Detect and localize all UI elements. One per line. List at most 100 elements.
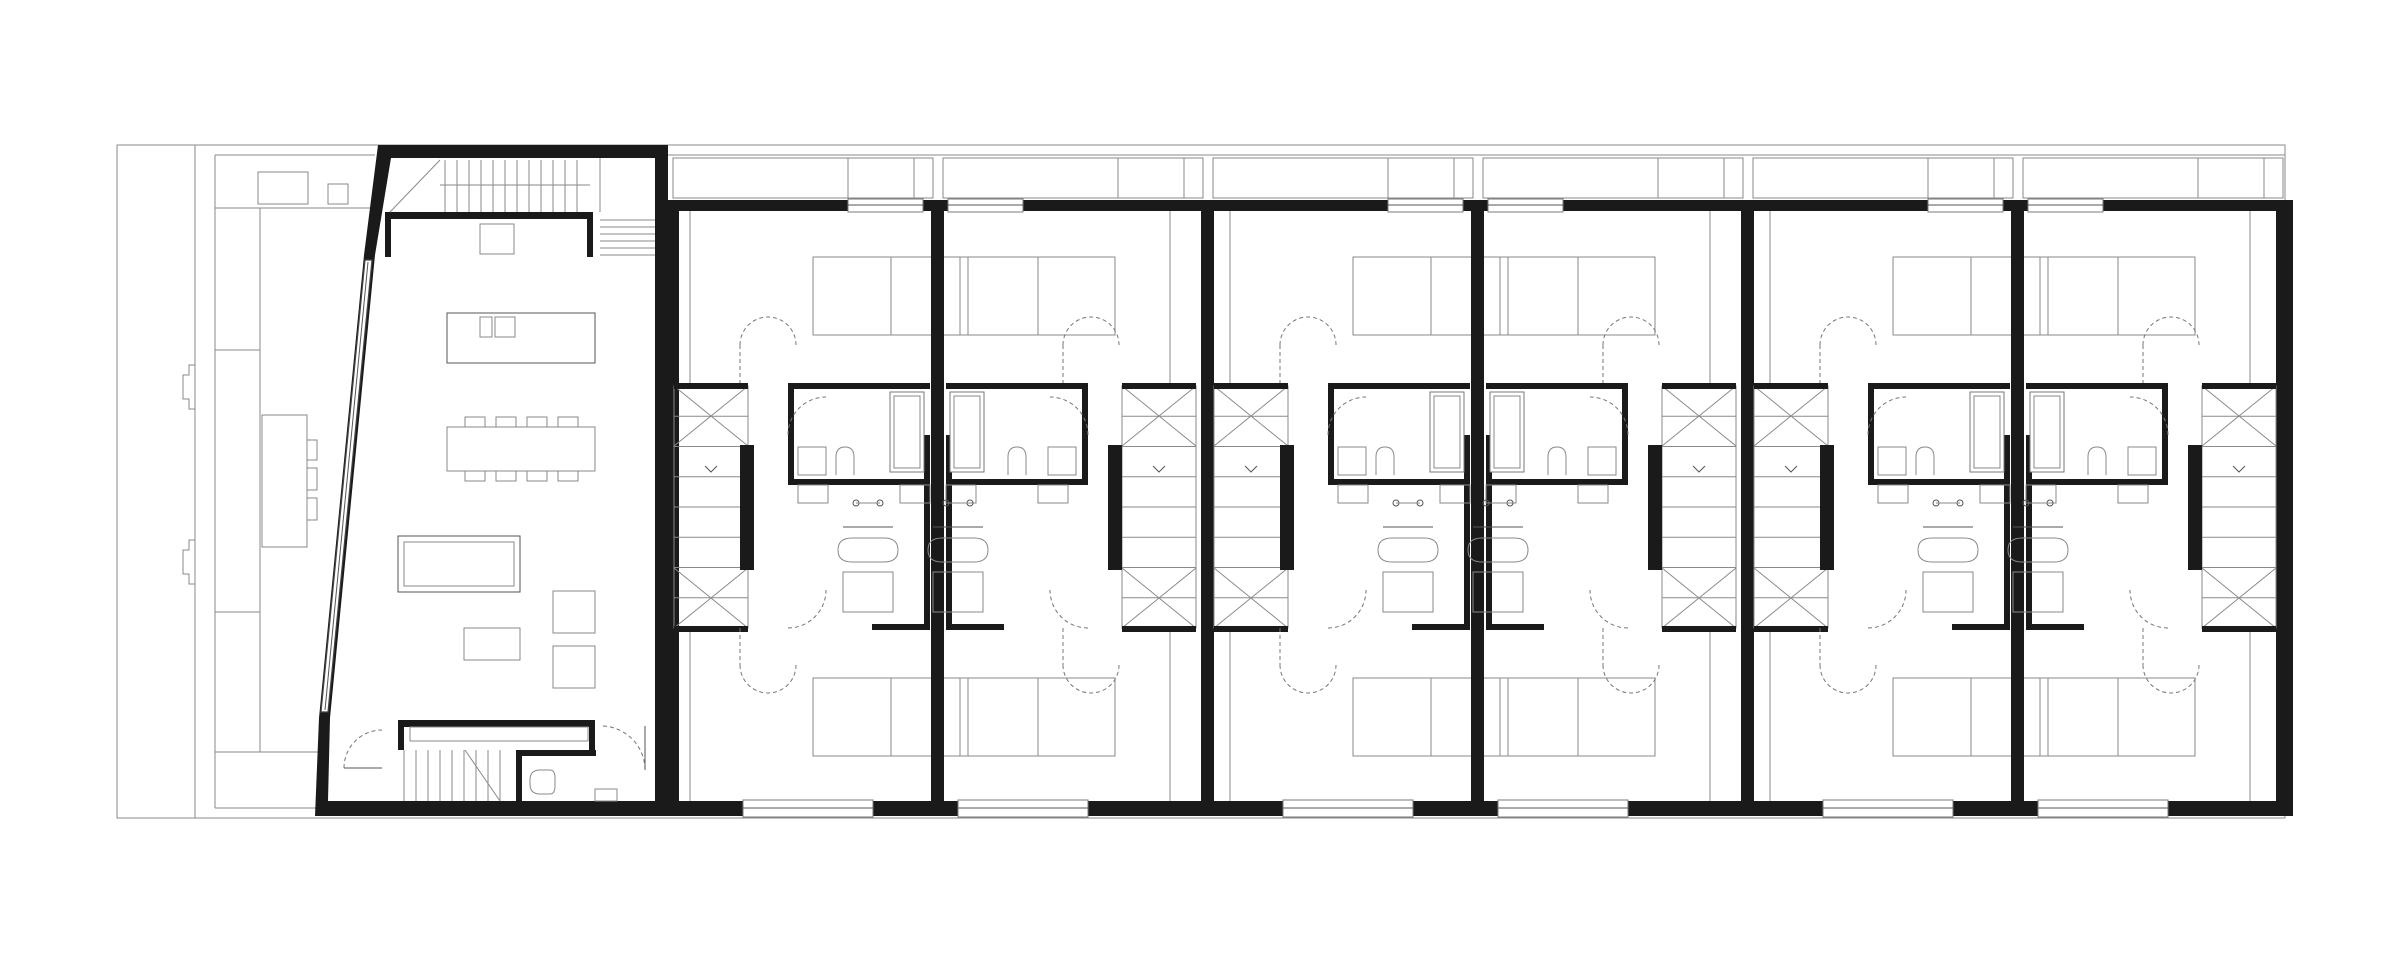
- bathtub-inner: [1493, 395, 1521, 469]
- bathtub-inner: [2033, 395, 2061, 469]
- door-swing: [1279, 316, 1337, 346]
- toilet: [2087, 446, 2107, 475]
- vanity-unit: [842, 571, 894, 613]
- storage-box: [899, 484, 931, 504]
- landing-wall: [1122, 626, 1196, 632]
- garden-bench: [1927, 157, 1995, 199]
- storage-box: [797, 484, 829, 504]
- bath-wall: [946, 624, 1004, 630]
- garden-bench: [1387, 157, 1455, 199]
- bath-wall: [2026, 383, 2168, 389]
- toilet: [1007, 446, 1027, 475]
- facade-wall-top: [668, 200, 938, 211]
- toilet: [1375, 446, 1395, 475]
- landing-wall: [2202, 626, 2276, 632]
- bath-wall: [2162, 383, 2168, 485]
- storage-box: [2117, 484, 2149, 504]
- bathtub: [949, 391, 985, 473]
- sink-cabinet: [1877, 446, 1907, 476]
- dining-chair: [464, 470, 486, 482]
- bath-wall: [1868, 479, 2010, 485]
- stair-arrow: [1784, 465, 1798, 473]
- door-swing: [1602, 664, 1660, 694]
- door-swing: [2129, 589, 2169, 629]
- landing-wall: [1662, 626, 1736, 632]
- landing-wall: [1754, 383, 1828, 389]
- storage-box: [1577, 484, 1609, 504]
- door-swing: [1062, 316, 1120, 346]
- stair-arrow: [464, 749, 501, 802]
- bath-wall: [1082, 383, 1088, 485]
- door-swing: [1327, 396, 1367, 436]
- vanity-unit: [1922, 571, 1974, 613]
- bath-wall: [1412, 624, 1470, 630]
- stair-winder: [673, 567, 749, 629]
- facade-wall-top: [938, 200, 1208, 211]
- bath-wall: [1486, 479, 1628, 485]
- storage-box: [1877, 484, 1909, 504]
- bath-wall: [788, 479, 930, 485]
- bath-wall: [1622, 383, 1628, 485]
- stair-winder: [673, 385, 749, 447]
- facade-wall-top: [1748, 200, 2018, 211]
- bathtub-inner: [953, 395, 981, 469]
- facade-wall-top: [1478, 200, 1748, 211]
- dining-chair: [557, 416, 579, 428]
- vanity-unit: [1382, 571, 1434, 613]
- bath-wall: [1486, 624, 1544, 630]
- freestanding-tub: [837, 537, 899, 563]
- door-swing: [2142, 316, 2200, 346]
- party-wall: [1471, 200, 1484, 816]
- storage-box: [1337, 484, 1369, 504]
- sink-cabinet: [1047, 446, 1077, 476]
- stair-winder: [1121, 385, 1197, 447]
- bath-wall: [2004, 435, 2010, 630]
- housing-units: [666, 198, 2293, 818]
- front-garden: [1752, 157, 2014, 199]
- toilet: [835, 446, 855, 475]
- garden-bench: [847, 157, 915, 199]
- stair-winder: [2201, 567, 2277, 629]
- bathtub: [1489, 391, 1525, 473]
- dining-chair: [526, 416, 548, 428]
- stair-winder: [1121, 567, 1197, 629]
- garden-bench: [1657, 157, 1725, 199]
- stair-winder: [1213, 567, 1289, 629]
- facade-wall-top: [2018, 200, 2288, 211]
- freestanding-tub: [927, 537, 989, 563]
- sink-cabinet: [1337, 446, 1367, 476]
- bathtub-inner: [1433, 395, 1461, 469]
- storage-box: [1439, 484, 1471, 504]
- bath-wall: [2026, 435, 2032, 630]
- door-swing: [739, 664, 797, 694]
- party-wall: [2011, 200, 2024, 816]
- stair-wall: [1648, 445, 1662, 570]
- housing-unit: [1467, 198, 1748, 818]
- landing-wall: [1214, 626, 1288, 632]
- garden-bench: [2197, 157, 2265, 199]
- door-swing: [1279, 664, 1337, 694]
- housing-unit: [1741, 198, 2049, 818]
- door-swing: [1327, 589, 1367, 629]
- stair-wall: [740, 445, 754, 570]
- bath-wall: [946, 383, 1088, 389]
- stair-winder: [1753, 385, 1829, 447]
- front-garden: [1482, 157, 1744, 199]
- dining-chair: [557, 470, 579, 482]
- bath-wall: [2026, 479, 2168, 485]
- garden-bench: [1117, 157, 1185, 199]
- landing-wall: [1214, 383, 1288, 389]
- freestanding-tub: [2007, 537, 2069, 563]
- storage-box: [1037, 484, 1069, 504]
- dining-chair: [526, 470, 548, 482]
- bath-wall: [1952, 624, 2010, 630]
- bath-wall: [1328, 383, 1470, 389]
- door-swing: [1867, 589, 1907, 629]
- landing-wall: [1122, 383, 1196, 389]
- bath-wall: [1486, 435, 1492, 630]
- party-wall: [931, 200, 944, 816]
- stair-arrow: [1244, 465, 1258, 473]
- bath-wall: [2026, 624, 2084, 630]
